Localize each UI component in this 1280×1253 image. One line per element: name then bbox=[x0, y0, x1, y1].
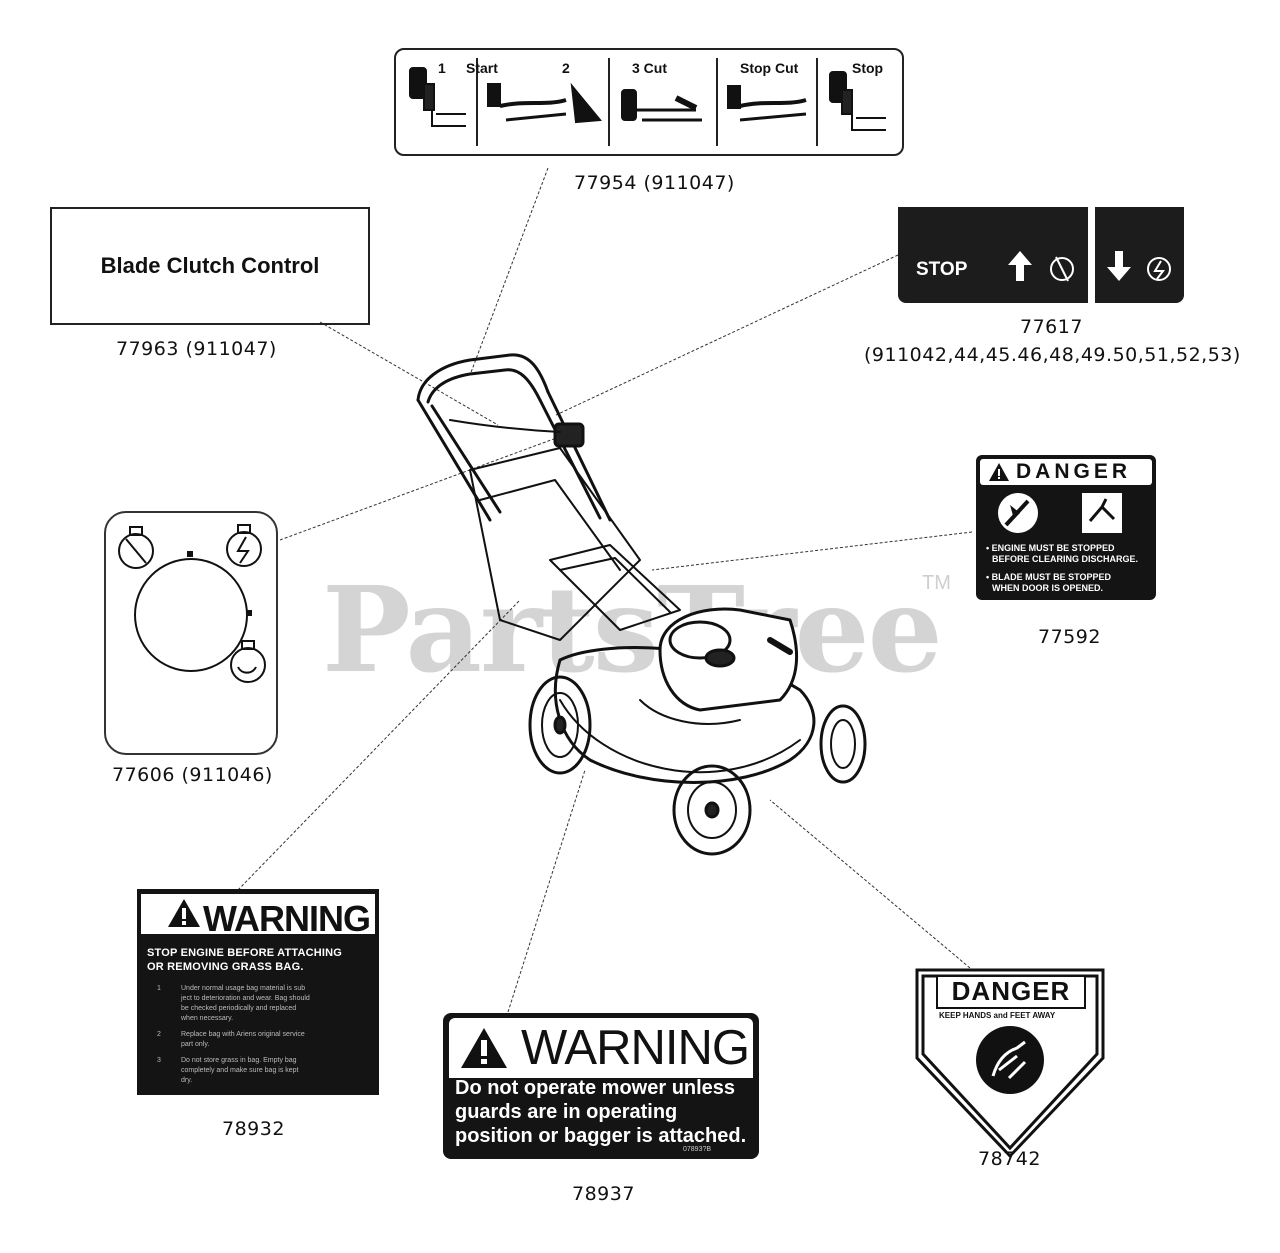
warning-fine-7: Do not store grass in bag. Empty bag bbox=[181, 1057, 297, 1064]
warning-line-2: guards are in operating bbox=[455, 1101, 678, 1123]
sequence-divider bbox=[716, 58, 718, 146]
sequence-divider bbox=[608, 58, 610, 146]
danger-shield-shape bbox=[915, 968, 1105, 1159]
warning-fine-num-1: 1 bbox=[157, 985, 161, 992]
warning-header-bar: WARNING bbox=[449, 1018, 753, 1078]
warning-fine-6: part only. bbox=[181, 1041, 210, 1048]
decal-warning-guards: WARNING Do not operate mower unless guar… bbox=[443, 1013, 759, 1159]
warning-header: WARNING bbox=[203, 898, 371, 939]
warning-fine-4: when necessary. bbox=[181, 1015, 234, 1022]
warning-fine-3: be checked periodically and replaced bbox=[181, 1005, 297, 1012]
sequence-step-stop: Stop bbox=[852, 60, 884, 76]
part-number-78742: 78742 bbox=[978, 1148, 1041, 1170]
warning-fine-9: dry. bbox=[181, 1077, 193, 1084]
lawn-mower-illustration bbox=[416, 353, 867, 856]
danger-sub: KEEP HANDS and FEET AWAY bbox=[939, 1011, 1056, 1020]
decal-start-sequence: 1 Start 2 3 Cut Stop Cut Stop bbox=[394, 48, 904, 156]
warning-fine-num-3: 3 bbox=[157, 1057, 161, 1064]
part-number-77617: 77617 bbox=[1020, 316, 1083, 338]
warning-fine-5: Replace bag with Ariens original service bbox=[181, 1031, 305, 1038]
leader-lines bbox=[237, 167, 973, 1013]
sequence-step-stop-cut: Stop Cut bbox=[740, 60, 799, 76]
part-number-77954: 77954 (911047) bbox=[574, 172, 735, 194]
watermark-trademark: TM bbox=[922, 572, 951, 594]
warning-fine-1: Under normal usage bag material is sub bbox=[181, 985, 306, 992]
sequence-step-cut: 3 Cut bbox=[632, 60, 667, 76]
danger-header-bar: DANGER bbox=[980, 459, 1152, 485]
warning-triangle-icon bbox=[461, 1028, 507, 1068]
warning-fine-2: ject to deterioration and wear. Bag shou… bbox=[181, 995, 310, 1002]
warning-fine-num-2: 2 bbox=[157, 1031, 161, 1038]
warning-triangle-icon bbox=[989, 463, 1009, 481]
warning-header: WARNING bbox=[521, 1021, 750, 1075]
decal-warning-grass-bag: WARNING STOP ENGINE BEFORE ATTACHING OR … bbox=[137, 889, 379, 1095]
danger-line-3: • BLADE MUST BE STOPPED bbox=[986, 572, 1111, 582]
part-number-77606: 77606 (911046) bbox=[112, 764, 273, 786]
danger-line-1: • ENGINE MUST BE STOPPED bbox=[986, 543, 1115, 553]
stop-label: STOP bbox=[916, 259, 968, 280]
decal-danger-keep-hands-away: DANGER KEEP HANDS and FEET AWAY bbox=[913, 966, 1107, 1165]
decal-code: 07893?B bbox=[683, 1146, 712, 1153]
blade-clutch-label: Blade Clutch Control bbox=[100, 253, 320, 278]
warning-header-bar: WARNING bbox=[141, 894, 375, 939]
warning-fine-8: completely and make sure bag is kept bbox=[181, 1067, 299, 1074]
sequence-pictograms-icon bbox=[409, 67, 886, 131]
part-number-78937: 78937 bbox=[572, 1183, 635, 1205]
decal-choke-dial bbox=[104, 511, 278, 755]
sequence-step-1: 1 bbox=[438, 60, 446, 76]
warning-triangle-icon bbox=[168, 899, 200, 927]
sequence-divider bbox=[816, 58, 818, 146]
choke-dial-icon bbox=[118, 524, 266, 683]
models-77617: (911042,44,45.46,48,49.50,51,52,53) bbox=[864, 344, 1241, 366]
warning-line-1: Do not operate mower unless bbox=[455, 1077, 736, 1099]
warning-line-3: position or bagger is attached. bbox=[455, 1125, 747, 1147]
decal-stop-engage bbox=[1095, 207, 1184, 303]
danger-line-4: WHEN DOOR IS OPENED. bbox=[992, 583, 1104, 593]
sequence-step-start: Start bbox=[466, 60, 498, 76]
decal-stop: STOP bbox=[898, 207, 1088, 303]
arrow-up-engine-off-icon bbox=[1008, 251, 1074, 282]
warning-sub-2: OR REMOVING GRASS BAG. bbox=[147, 961, 304, 973]
watermark: PartsTree bbox=[322, 560, 943, 699]
warning-sub-1: STOP ENGINE BEFORE ATTACHING bbox=[147, 947, 343, 959]
danger-header: DANGER bbox=[1016, 460, 1132, 483]
hazard-pictograms-icon bbox=[998, 493, 1122, 533]
part-number-77963: 77963 (911047) bbox=[116, 338, 277, 360]
decal-danger-discharge: DANGER • ENGINE MUST BE STOPPED BEFORE C… bbox=[976, 455, 1156, 600]
danger-line-2: BEFORE CLEARING DISCHARGE. bbox=[992, 554, 1139, 564]
decal-blade-clutch-control: Blade Clutch Control bbox=[50, 207, 370, 325]
part-number-77592: 77592 bbox=[1038, 626, 1101, 648]
arrow-down-engine-on-icon bbox=[1107, 251, 1171, 281]
part-number-78932: 78932 bbox=[222, 1118, 285, 1140]
sequence-divider bbox=[476, 58, 478, 146]
danger-header: DANGER bbox=[951, 976, 1071, 1006]
sequence-step-2: 2 bbox=[562, 60, 570, 76]
